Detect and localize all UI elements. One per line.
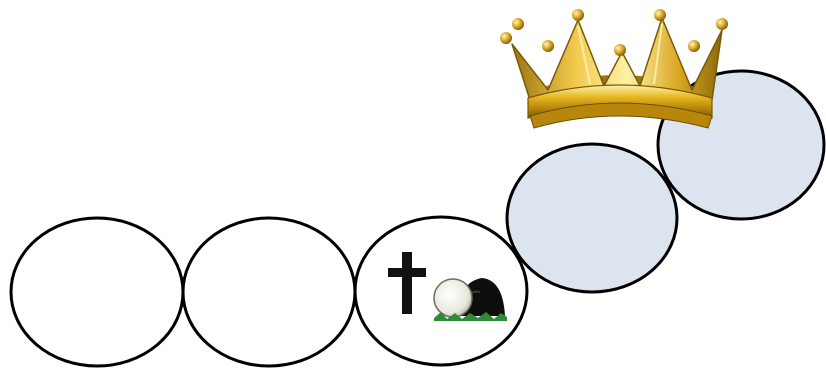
circle-1 [11,218,183,366]
crown-icon [500,9,728,128]
circle-2 [183,218,355,366]
circle-4 [507,144,677,292]
